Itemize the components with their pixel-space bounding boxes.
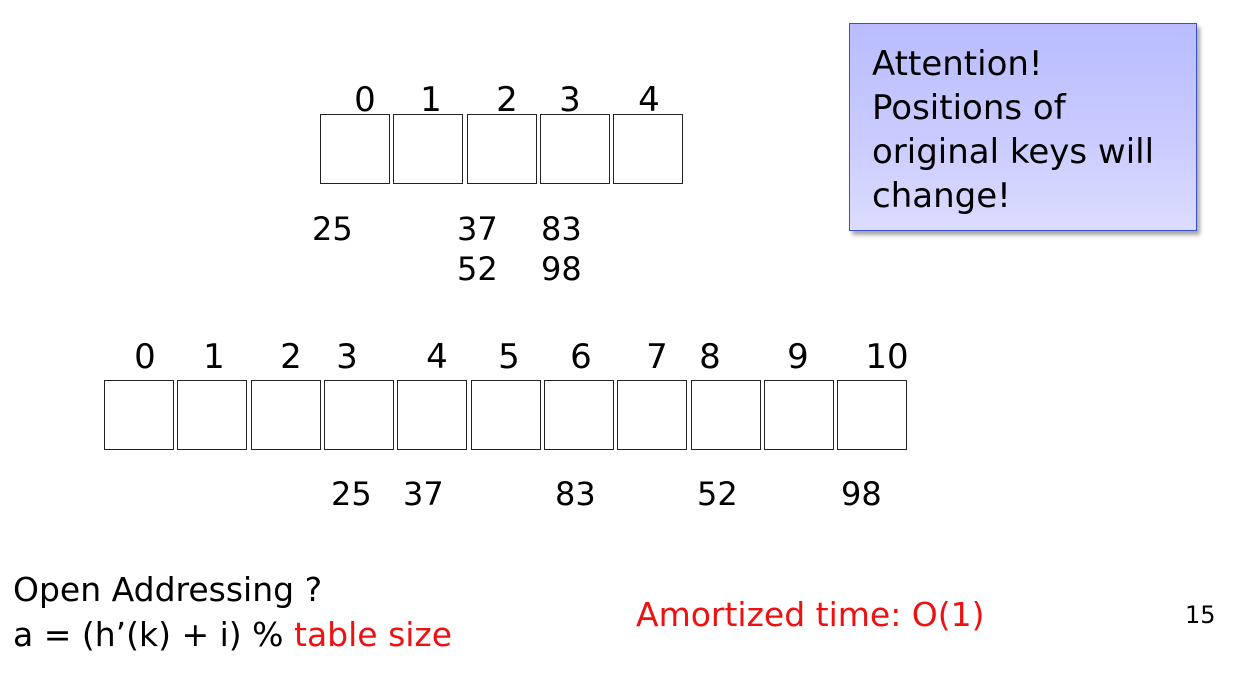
large-table-index-7: 7 [646, 337, 668, 377]
amortized-time: Amortized time: O(1) [636, 595, 985, 634]
large-table-key: 25 [331, 475, 372, 513]
small-table-index-0: 0 [354, 80, 376, 120]
large-table-key: 52 [697, 475, 738, 513]
small-table-cell-4 [613, 114, 683, 184]
large-table-index-9: 9 [787, 337, 809, 377]
small-table-cell-2 [467, 114, 537, 184]
small-table-key: 98 [541, 250, 582, 288]
large-table-index-5: 5 [498, 337, 520, 377]
small-table-key: 25 [312, 210, 353, 248]
small-table-index-3: 3 [559, 80, 581, 120]
large-table-cell-3 [324, 380, 394, 450]
small-table-index-2: 2 [496, 80, 518, 120]
large-table-cell-8 [691, 380, 761, 450]
callout-line: original keys will [872, 132, 1155, 172]
large-table-index-3: 3 [336, 337, 358, 377]
small-table-index-4: 4 [638, 80, 660, 120]
callout-line: Positions of [872, 88, 1066, 128]
page-number: 15 [1185, 601, 1216, 629]
large-table-index-0: 0 [134, 337, 156, 377]
attention-callout: Attention! Positions of original keys wi… [849, 23, 1197, 231]
small-table-index-1: 1 [420, 80, 442, 120]
small-table-cell-3 [540, 114, 610, 184]
large-table-cell-9 [764, 380, 834, 450]
callout-line: change! [872, 176, 1011, 216]
small-table-cell-0 [320, 114, 390, 184]
large-table-index-1: 1 [203, 337, 225, 377]
large-table-key: 83 [555, 475, 596, 513]
small-table-key: 52 [457, 250, 498, 288]
large-table-cell-4 [397, 380, 467, 450]
large-table-cell-7 [617, 380, 687, 450]
large-table-index-4: 4 [426, 337, 448, 377]
probe-formula: a = (h’(k) + i) % table size [13, 618, 452, 651]
large-table-index-10: 10 [865, 337, 909, 377]
large-table-cell-0 [104, 380, 174, 450]
large-table-cell-1 [177, 380, 247, 450]
formula-text: a = (h’(k) + i) % [13, 615, 294, 654]
large-table-key: 37 [403, 475, 444, 513]
large-table-index-2: 2 [280, 337, 302, 377]
small-table-cell-1 [393, 114, 463, 184]
large-table-key: 98 [841, 475, 882, 513]
callout-line: Attention! [872, 44, 1043, 84]
large-table-index-8: 8 [699, 337, 721, 377]
formula-table-size: table size [294, 615, 453, 654]
large-table-cell-5 [471, 380, 541, 450]
large-table-cell-2 [251, 380, 321, 450]
small-table-key: 83 [541, 210, 582, 248]
large-table-cell-10 [837, 380, 907, 450]
small-table-key: 37 [457, 210, 498, 248]
large-table-cell-6 [544, 380, 614, 450]
open-addressing-question: Open Addressing ? [13, 570, 323, 609]
large-table-index-6: 6 [570, 337, 592, 377]
